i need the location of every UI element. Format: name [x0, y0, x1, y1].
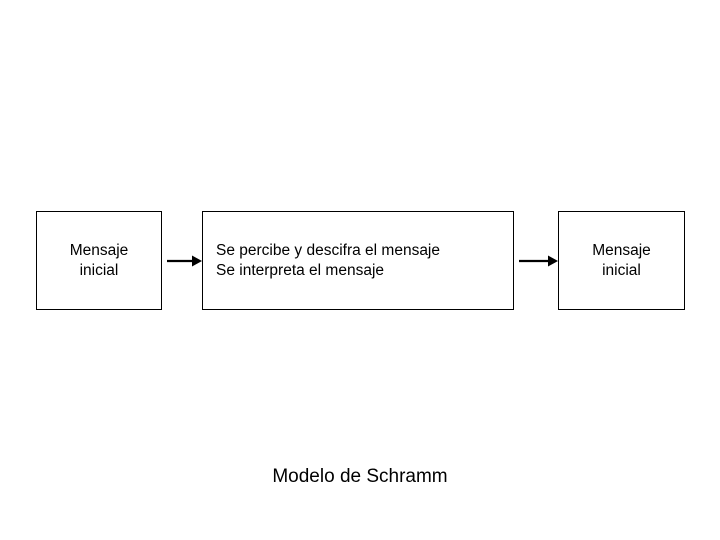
box-perceive-interpret-line-2: Se interpreta el mensaje [216, 261, 385, 279]
diagram-caption: Modelo de Schramm [272, 466, 448, 487]
box-message-initial-right: Mensaje inicial [558, 211, 685, 310]
box-message-initial-left-line-2: inicial [79, 261, 119, 279]
box-message-initial-left-line-1: Mensaje [69, 241, 129, 259]
box-perceive-interpret-line-1: Se percibe y descifra el mensaje [216, 241, 441, 259]
box-message-initial-left: Mensaje inicial [36, 211, 162, 310]
arrow-right-icon [519, 255, 558, 267]
box-perceive-interpret: Se percibe y descifra el mensaje Se inte… [202, 211, 514, 310]
arrow-right-icon-left-to-middle [166, 251, 202, 271]
arrow-right-icon-middle-to-right [518, 251, 558, 271]
box-message-initial-right-line-2: inicial [602, 261, 641, 279]
arrow-right-icon [167, 255, 202, 267]
box-message-initial-right-line-1: Mensaje [592, 241, 651, 259]
